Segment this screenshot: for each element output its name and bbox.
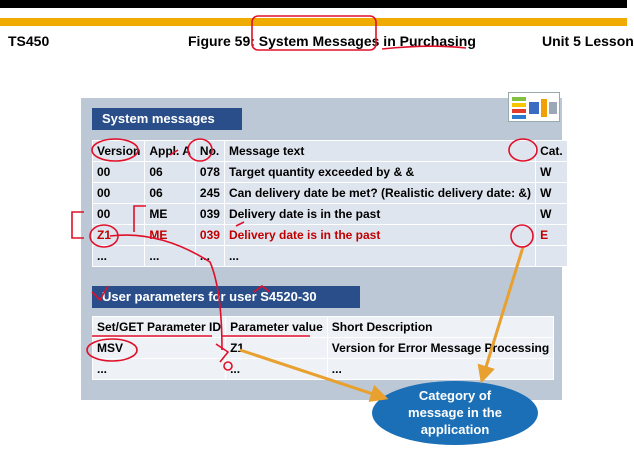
system-messages-table: Version Appl. A No. Message text Cat. 00… (91, 140, 568, 267)
user-id: S4520-30 (260, 289, 317, 304)
user-parameters-title-text: User parameters for user (102, 289, 261, 304)
table-row: ... ... ... (91, 358, 555, 380)
cell-category: W (535, 182, 568, 204)
column-header-number: No. (194, 140, 225, 162)
column-header-appl-area: Appl. A (144, 140, 196, 162)
column-header-parameter-id: Set/GET Parameter ID (91, 316, 227, 338)
cell-message-text: Delivery date is in the past (223, 203, 537, 225)
cell-appl-area: ME (144, 203, 196, 225)
cell-short-description: ... (326, 358, 555, 380)
unit-label: Unit 5 Lesson (542, 33, 634, 49)
table-header-row: Set/GET Parameter ID Parameter value Sho… (91, 316, 555, 338)
cell-appl-area: 06 (144, 161, 196, 183)
column-header-parameter-value: Parameter value (225, 316, 328, 338)
cell-number: 078 (194, 161, 225, 183)
table-header-row: Version Appl. A No. Message text Cat. (91, 140, 568, 162)
sap-screen-icon (508, 92, 560, 122)
cell-version: 00 (91, 182, 146, 204)
cell-version: ... (91, 245, 146, 267)
system-messages-title: System messages (92, 108, 242, 130)
table-row: MSV Z1 Version for Error Message Process… (91, 337, 555, 359)
cell-category: W (535, 161, 568, 183)
table-row: ... ... ... ... (91, 245, 568, 267)
column-header-category: Cat. (535, 140, 568, 162)
cell-appl-area: 06 (144, 182, 196, 204)
column-header-short-description: Short Description (326, 316, 555, 338)
accent-bar (0, 18, 627, 26)
cell-category: E (535, 224, 568, 246)
course-code: TS450 (8, 33, 50, 49)
cell-parameter-value: ... (225, 358, 328, 380)
cell-category (535, 245, 568, 267)
callout-line: message in the (408, 405, 502, 420)
cell-number: 039 (194, 203, 225, 225)
figure-title: Figure 59: System Messages in Purchasing (188, 33, 476, 49)
callout-line: Category of (418, 388, 492, 403)
user-parameters-title: User parameters for user S4520-30 (92, 286, 360, 308)
top-black-bar (0, 0, 627, 8)
column-header-message-text: Message text (223, 140, 537, 162)
cell-message-text: Target quantity exceeded by & & (223, 161, 537, 183)
cell-parameter-id: ... (91, 358, 227, 380)
table-row: 00 06 078 Target quantity exceeded by & … (91, 161, 568, 183)
cell-appl-area: ME (144, 224, 196, 246)
cell-version: Z1 (91, 224, 146, 246)
table-row-highlighted: Z1 ME 039 Delivery date is in the past E (91, 224, 568, 246)
cell-message-text: Delivery date is in the past (223, 224, 537, 246)
cell-message-text: ... (223, 245, 537, 267)
cell-number: 039 (194, 224, 225, 246)
table-row: 00 ME 039 Delivery date is in the past W (91, 203, 568, 225)
cell-number: ... (194, 245, 225, 267)
cell-version: 00 (91, 203, 146, 225)
cell-short-description: Version for Error Message Processing (326, 337, 555, 359)
category-callout: Category of message in the application (372, 381, 538, 445)
cell-parameter-value: Z1 (225, 337, 328, 359)
cell-parameter-id: MSV (91, 337, 227, 359)
column-header-version: Version (91, 140, 146, 162)
user-parameters-table: Set/GET Parameter ID Parameter value Sho… (91, 316, 555, 380)
cell-number: 245 (194, 182, 225, 204)
cell-category: W (535, 203, 568, 225)
callout-line: application (420, 422, 490, 437)
cell-appl-area: ... (144, 245, 196, 267)
cell-version: 00 (91, 161, 146, 183)
table-row: 00 06 245 Can delivery date be met? (Rea… (91, 182, 568, 204)
cell-message-text: Can delivery date be met? (Realistic del… (223, 182, 537, 204)
